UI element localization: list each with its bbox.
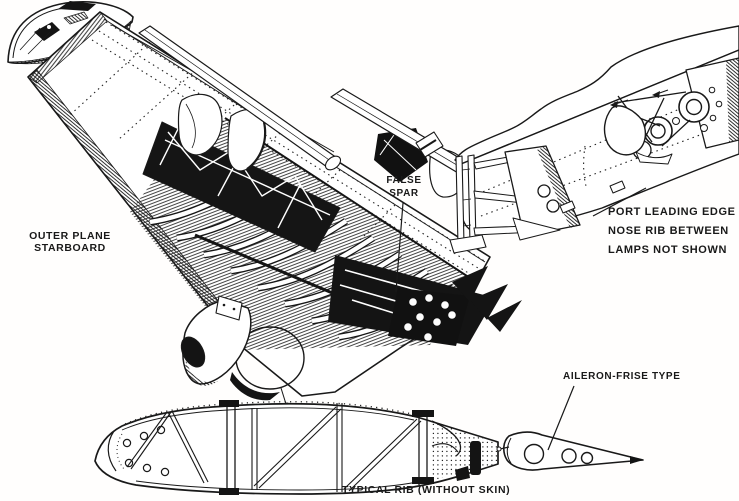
outer-plane-label-line2: STARBOARD <box>34 242 106 254</box>
port-leading-edge-label-line2: NOSE RIB BETWEEN <box>608 225 729 237</box>
port-leading-edge-leader-line <box>592 187 647 217</box>
outer-wing-cutaway-drawing <box>27 11 543 412</box>
port-leading-edge-label: PORT LEADING EDGE NOSE RIB BETWEEN LAMPS… <box>608 203 736 260</box>
port-leading-edge-label-line3: LAMPS NOT SHOWN <box>608 244 727 256</box>
port-leading-edge-drawing <box>449 25 739 254</box>
false-spar-leader-line <box>395 202 404 293</box>
false-spar-label-line1: FALSE <box>386 175 422 186</box>
port-leading-edge-label-line1: PORT LEADING EDGE <box>608 206 736 218</box>
aileron-leader-line <box>547 385 575 451</box>
false-spar-label-line2: SPAR <box>389 188 419 199</box>
outer-plane-label-line1: OUTER PLANE <box>29 230 111 242</box>
typical-rib-drawing <box>94 400 644 495</box>
outer-plane-starboard-label: OUTER PLANE STARBOARD <box>24 230 116 254</box>
false-spar-label: FALSE SPAR <box>378 174 430 200</box>
typical-rib-caption: TYPICAL RIB (WITHOUT SKIN) <box>342 484 511 496</box>
aileron-frise-label: AILERON-FRISE TYPE <box>563 371 681 382</box>
